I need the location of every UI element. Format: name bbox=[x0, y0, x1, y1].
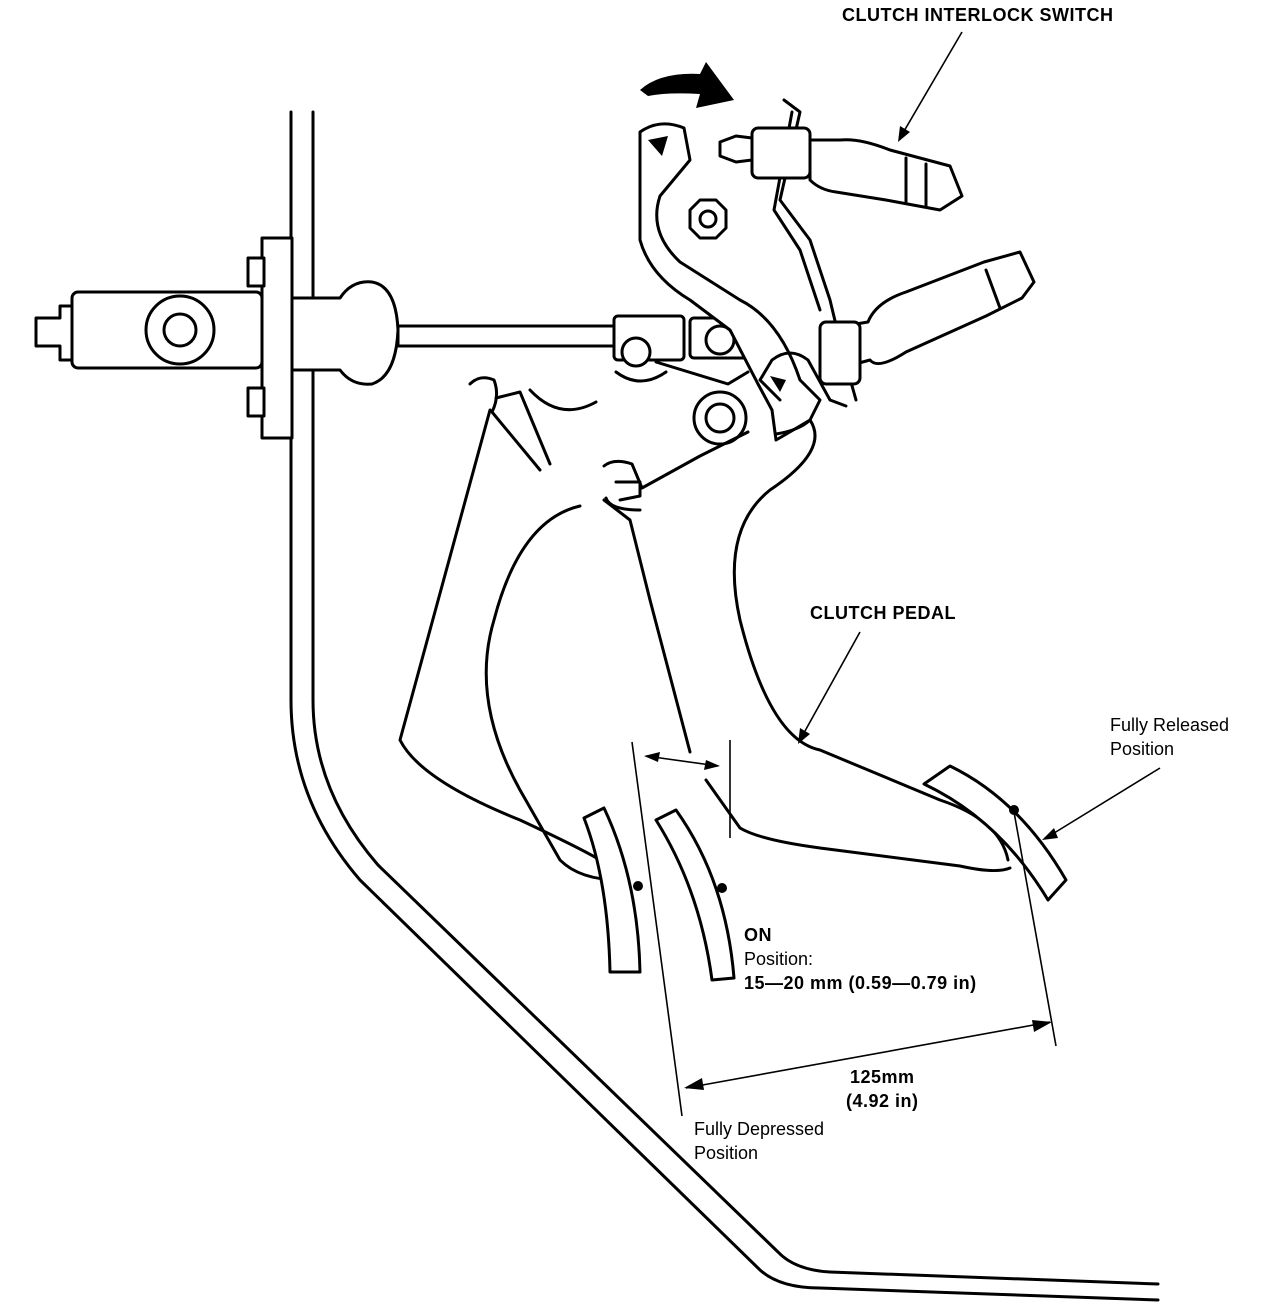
return-spring bbox=[468, 376, 750, 512]
travel-distance-inch-label: (4.92 in) bbox=[846, 1091, 919, 1111]
clutch-interlock-switch bbox=[718, 126, 964, 212]
fully-depressed-label-line2: Position bbox=[694, 1143, 759, 1163]
callout-leaders bbox=[798, 31, 1161, 840]
fully-released-label-line2: Position bbox=[1110, 739, 1175, 759]
firewall-panel bbox=[289, 110, 1160, 1302]
pedal-pads bbox=[582, 764, 1068, 982]
on-position-label-line1: ON bbox=[744, 925, 772, 945]
rotation-arrow bbox=[640, 62, 734, 108]
master-cylinder bbox=[34, 236, 618, 440]
travel-distance-label: 125mm bbox=[850, 1067, 915, 1087]
pedal-pivot-bracket bbox=[638, 122, 822, 446]
clutch-pedal-arm bbox=[398, 388, 1012, 882]
on-position-range-label: 15—20 mm (0.59—0.79 in) bbox=[744, 973, 977, 993]
second-pedal-switch bbox=[818, 250, 1036, 386]
fully-depressed-label-line1: Fully Depressed bbox=[694, 1119, 825, 1139]
clutch-interlock-switch-label: CLUTCH INTERLOCK SWITCH bbox=[842, 5, 1114, 25]
on-position-label-line2: Position: bbox=[744, 949, 814, 969]
fully-released-label-line1: Fully Released bbox=[1110, 715, 1230, 735]
clutch-pedal-label: CLUTCH PEDAL bbox=[810, 603, 956, 623]
dimension-lines bbox=[631, 740, 1057, 1117]
